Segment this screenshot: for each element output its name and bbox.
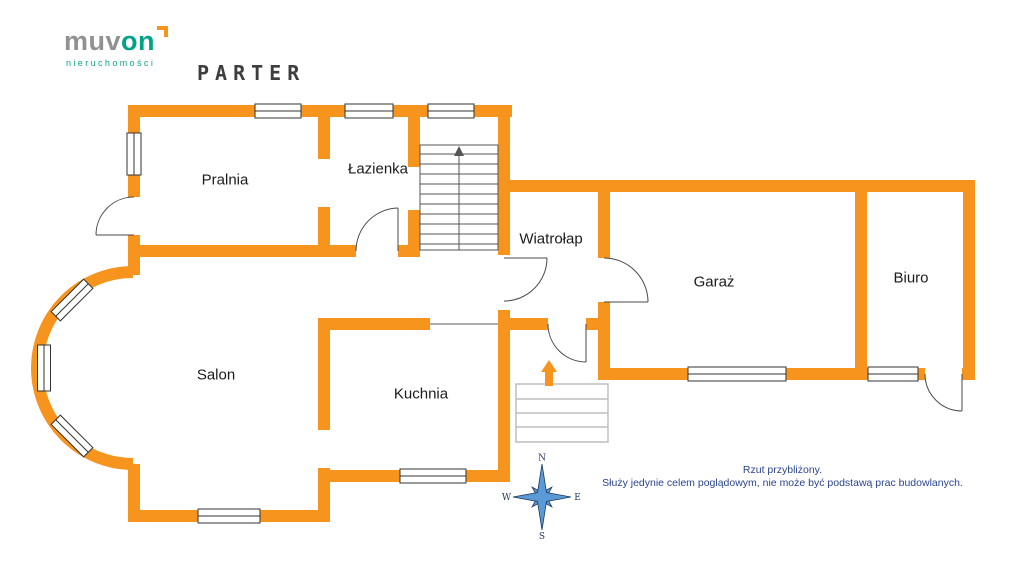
compass-letter-e: E xyxy=(574,493,581,503)
window xyxy=(867,366,919,382)
window xyxy=(427,103,475,119)
logo-wordmark: muvon xyxy=(64,26,169,56)
door-arc xyxy=(603,257,649,303)
room-label-salon: Salon xyxy=(196,366,236,384)
window xyxy=(254,103,302,119)
compass-letter-w: W xyxy=(502,493,512,503)
stairs-direction-arrow-icon xyxy=(454,146,464,156)
disclaimer-line-2: Służy jedynie celem poglądowym, nie może… xyxy=(602,477,963,489)
wall-segment xyxy=(963,180,975,380)
room-label-wiatrolap: Wiatrołap xyxy=(519,230,583,248)
door-arc xyxy=(95,196,135,236)
windows-group xyxy=(37,103,919,524)
logo-subtitle: nieruchomości xyxy=(66,58,156,68)
entry-steps xyxy=(515,383,609,443)
wall-segment xyxy=(510,180,975,192)
logo-text-on: on xyxy=(121,26,156,56)
walls-group xyxy=(128,105,975,522)
doors-group xyxy=(95,196,963,412)
window xyxy=(126,132,142,176)
bay-window xyxy=(37,344,51,392)
wall-segment xyxy=(330,318,430,330)
window xyxy=(197,508,261,524)
wall-segment xyxy=(855,192,867,368)
wall-segment xyxy=(318,207,330,245)
room-label-pralnia: Pralnia xyxy=(201,171,249,189)
wall-segment xyxy=(408,117,420,167)
wall-segment xyxy=(318,117,330,159)
disclaimer: Rzut przybliżony. Służy jedynie celem po… xyxy=(585,464,980,490)
window xyxy=(344,103,394,119)
door-arc xyxy=(355,207,399,252)
entrance-arrow-icon xyxy=(541,360,557,386)
door-arc xyxy=(503,257,548,302)
compass-letter-n: N xyxy=(538,454,546,464)
bay-window xyxy=(50,278,94,322)
bay-window xyxy=(50,414,94,458)
wall-segment xyxy=(498,310,510,482)
compass-rose-icon: N E S W xyxy=(502,454,581,543)
wall-segment xyxy=(498,105,510,255)
wall-segment xyxy=(510,318,548,330)
window xyxy=(399,468,467,484)
disclaimer-line-1: Rzut przybliżony. xyxy=(742,464,823,476)
wall-segment xyxy=(398,245,420,257)
room-label-lazienka: Łazienka xyxy=(347,160,409,178)
room-label-biuro: Biuro xyxy=(893,269,929,287)
wall-segment xyxy=(598,192,610,258)
compass-main-star xyxy=(512,463,572,531)
wall-segment xyxy=(408,210,420,245)
muvon-logo: muvon nieruchomości xyxy=(64,26,169,68)
wall-segment xyxy=(586,318,598,330)
wall-segment xyxy=(962,368,975,380)
room-label-kuchnia: Kuchnia xyxy=(393,385,449,403)
wall-segment xyxy=(128,105,512,117)
door-arc xyxy=(924,373,963,412)
logo-arrow-icon xyxy=(157,26,169,37)
window xyxy=(687,366,787,382)
compass-letter-s: S xyxy=(539,532,545,542)
wall-segment xyxy=(128,464,140,522)
wall-segment xyxy=(318,318,330,430)
bay-window-wall xyxy=(31,266,134,470)
plan-title: PARTER xyxy=(197,61,306,85)
door-arc xyxy=(547,323,587,363)
wall-segment xyxy=(598,302,610,380)
logo-text-muv: muv xyxy=(64,26,122,56)
room-label-garaz: Garaż xyxy=(693,273,735,291)
staircase xyxy=(419,144,499,251)
wall-segment xyxy=(128,245,356,257)
